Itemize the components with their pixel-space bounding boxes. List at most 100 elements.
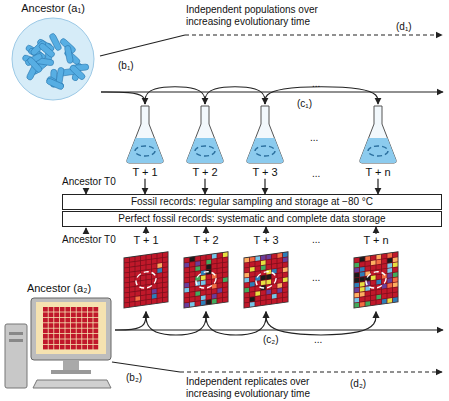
- drawing-part: [88, 317, 93, 322]
- drawing-part: [190, 297, 195, 302]
- drawing-part: [71, 339, 76, 344]
- drawing-part: [141, 260, 146, 265]
- ancestor-culture: Ancestor (a₁): [5, 2, 101, 102]
- drawing-part: [163, 272, 168, 277]
- callout-label: (c₁): [296, 98, 313, 110]
- drawing-part: [255, 261, 260, 266]
- drawing-part: [206, 279, 211, 284]
- population-flask-art: [123, 104, 167, 164]
- drawing-part: [250, 277, 255, 282]
- drawing-part: [190, 262, 195, 267]
- drawing-part: [382, 253, 387, 258]
- drawing-part: [360, 267, 365, 272]
- drawing-part: [365, 286, 370, 291]
- drawing-part: [60, 323, 65, 328]
- drawing-part: [360, 282, 365, 287]
- drawing-part: [93, 334, 98, 339]
- drawing-part: [371, 260, 376, 265]
- drawing-part: [141, 280, 146, 285]
- drawing-part: [365, 256, 370, 261]
- drawing-part: [77, 312, 82, 317]
- drawing-part: [277, 273, 282, 278]
- drawing-part: [152, 293, 157, 298]
- drawing-part: [82, 328, 87, 333]
- drawing-part: [277, 268, 282, 273]
- drawing-part: [387, 293, 392, 298]
- drawing-part: [244, 251, 288, 307]
- flow-arrow: [265, 87, 378, 104]
- drawing-part: [184, 282, 189, 287]
- drawing-part: [54, 339, 59, 344]
- drawing-part: [187, 106, 224, 163]
- drawing-part: [146, 279, 151, 284]
- drawing-part: [195, 291, 200, 296]
- drawing-part: [255, 266, 260, 271]
- node-label: Ancestor (a₁): [21, 2, 85, 15]
- drawing-part: [360, 272, 365, 277]
- callout-label: (b₂): [126, 372, 142, 384]
- drawing-part: [65, 344, 70, 349]
- drawing-part: [277, 298, 282, 303]
- drawing-part: [163, 277, 168, 282]
- drawing-part: [43, 323, 48, 328]
- flow-arrow: [266, 312, 376, 335]
- drawing-part: [184, 262, 189, 267]
- flow-arrow: [144, 179, 145, 194]
- drawing-part: [60, 312, 65, 317]
- drawing-part: [212, 288, 217, 293]
- drawing-part: [387, 263, 392, 268]
- drawing-part: [382, 263, 387, 268]
- drawing-part: [217, 288, 222, 293]
- flow-arrow: [101, 92, 145, 104]
- drawing-part: [88, 312, 93, 317]
- drawing-part: [393, 297, 398, 302]
- drawing-part: [43, 328, 48, 333]
- drawing-part: [64, 45, 73, 64]
- drawing-part: [217, 283, 222, 288]
- flow-arrow: [264, 179, 265, 194]
- drawing-part: [49, 323, 54, 328]
- drawing-part: [185, 34, 442, 35]
- node-label: T + 1: [133, 234, 158, 247]
- drawing-part: [393, 277, 398, 282]
- drawing-part: [124, 251, 168, 307]
- drawing-part: [223, 267, 228, 272]
- drawing-part: [217, 293, 222, 298]
- drawing-part: [360, 292, 365, 297]
- drawing-part: [255, 286, 260, 291]
- drawing-part: [212, 263, 217, 268]
- drawing-part: [88, 344, 93, 349]
- drawing-part: [93, 307, 98, 312]
- drawing-part: [206, 259, 211, 264]
- drawing-part: [376, 294, 381, 299]
- drawing-part: [163, 287, 168, 292]
- drawing-part: [244, 282, 249, 287]
- drawing-part: [255, 296, 260, 301]
- drawing-part: [360, 138, 397, 163]
- drawing-part: [223, 257, 228, 262]
- population-flask: T + n: [356, 104, 400, 179]
- drawing-part: [360, 302, 365, 307]
- drawing-part: [376, 259, 381, 264]
- drawing-part: [130, 302, 135, 307]
- drawing-part: [201, 300, 206, 305]
- drawing-part: [43, 317, 48, 322]
- drawing-part: [261, 260, 266, 265]
- drawing-part: [141, 275, 146, 280]
- caption-note: Independent populations over increasing …: [186, 4, 346, 27]
- drawing-part: [124, 302, 129, 307]
- drawing-part: [157, 263, 162, 268]
- drawing-part: [266, 299, 271, 304]
- drawing-part: [43, 344, 48, 349]
- drawing-part: [157, 273, 162, 278]
- drawing-part: [135, 291, 140, 296]
- drawing-part: [196, 270, 216, 289]
- drawing-part: [157, 278, 162, 283]
- callout-label: (d₁): [396, 21, 412, 33]
- drawing-part: [371, 290, 376, 295]
- drawing-part: [184, 251, 228, 307]
- drawing-part: [195, 146, 215, 156]
- drawing-part: [163, 257, 168, 262]
- drawing-part: [71, 334, 76, 339]
- drawing-part: [195, 261, 200, 266]
